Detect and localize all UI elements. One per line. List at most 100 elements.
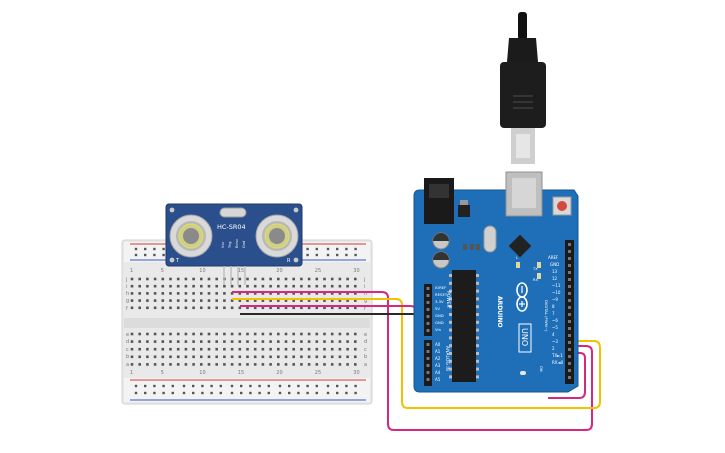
rail-hole[interactable] xyxy=(354,253,357,257)
breadboard-hole[interactable] xyxy=(138,277,141,281)
breadboard-hole[interactable] xyxy=(315,355,319,359)
rail-hole[interactable] xyxy=(267,391,270,395)
breadboard-hole[interactable] xyxy=(153,347,157,351)
breadboard-hole[interactable] xyxy=(130,347,134,351)
breadboard-hole[interactable] xyxy=(292,332,295,336)
breadboard-hole[interactable] xyxy=(184,284,188,288)
breadboard-hole[interactable] xyxy=(338,299,342,302)
breadboard-hole[interactable] xyxy=(261,340,265,343)
rail-hole[interactable] xyxy=(354,247,357,251)
breadboard-hole[interactable] xyxy=(215,347,218,351)
rail-hole[interactable] xyxy=(182,384,186,388)
breadboard-hole[interactable] xyxy=(161,332,165,336)
breadboard-hole[interactable] xyxy=(277,277,280,281)
header-pin[interactable] xyxy=(426,350,430,353)
breadboard-hole[interactable] xyxy=(192,306,195,310)
breadboard-hole[interactable] xyxy=(261,284,265,288)
breadboard-hole[interactable] xyxy=(292,363,295,366)
breadboard-hole[interactable] xyxy=(338,332,342,336)
breadboard-hole[interactable] xyxy=(323,277,326,281)
breadboard-hole[interactable] xyxy=(200,347,203,351)
rail-hole[interactable] xyxy=(144,247,147,251)
breadboard-hole[interactable] xyxy=(184,347,188,351)
breadboard-hole[interactable] xyxy=(146,299,149,302)
breadboard-hole[interactable] xyxy=(261,355,265,359)
header-pin[interactable] xyxy=(426,287,430,290)
breadboard-hole[interactable] xyxy=(284,340,288,343)
breadboard-hole[interactable] xyxy=(315,347,319,351)
breadboard-hole[interactable] xyxy=(223,306,226,310)
breadboard-hole[interactable] xyxy=(338,340,342,343)
breadboard-hole[interactable] xyxy=(300,340,303,343)
breadboard-hole[interactable] xyxy=(207,306,211,310)
breadboard-hole[interactable] xyxy=(223,347,226,351)
breadboard-hole[interactable] xyxy=(354,284,357,288)
breadboard-hole[interactable] xyxy=(346,355,349,359)
rail-hole[interactable] xyxy=(345,391,348,395)
breadboard-hole[interactable] xyxy=(153,332,157,336)
breadboard-hole[interactable] xyxy=(192,340,195,343)
rail-hole[interactable] xyxy=(134,384,138,388)
header-pin[interactable] xyxy=(568,264,571,267)
breadboard-hole[interactable] xyxy=(315,332,319,336)
header-pin[interactable] xyxy=(426,343,430,346)
breadboard-hole[interactable] xyxy=(346,299,349,302)
breadboard-hole[interactable] xyxy=(192,277,195,281)
breadboard-hole[interactable] xyxy=(269,347,272,351)
breadboard-hole[interactable] xyxy=(176,299,180,302)
breadboard-hole[interactable] xyxy=(146,347,149,351)
breadboard-hole[interactable] xyxy=(277,332,280,336)
rail-hole[interactable] xyxy=(336,384,339,388)
breadboard-hole[interactable] xyxy=(292,347,295,351)
breadboard-hole[interactable] xyxy=(261,332,265,336)
breadboard-hole[interactable] xyxy=(200,340,203,343)
breadboard-hole[interactable] xyxy=(207,363,211,366)
breadboard-hole[interactable] xyxy=(200,299,203,302)
breadboard-hole[interactable] xyxy=(230,284,234,288)
breadboard-hole[interactable] xyxy=(169,355,172,359)
breadboard-hole[interactable] xyxy=(153,355,157,359)
rail-hole[interactable] xyxy=(354,391,357,395)
rail-hole[interactable] xyxy=(153,253,156,257)
breadboard-hole[interactable] xyxy=(138,363,141,366)
breadboard-hole[interactable] xyxy=(215,306,218,310)
breadboard-hole[interactable] xyxy=(184,332,188,336)
header-pin[interactable] xyxy=(568,299,571,302)
rail-hole[interactable] xyxy=(326,391,330,395)
header-pin[interactable] xyxy=(568,271,571,274)
header-pin[interactable] xyxy=(568,306,571,309)
breadboard-hole[interactable] xyxy=(323,363,326,366)
breadboard-hole[interactable] xyxy=(346,363,349,366)
breadboard-hole[interactable] xyxy=(346,277,349,281)
breadboard-hole[interactable] xyxy=(300,284,303,288)
header-pin[interactable] xyxy=(568,376,571,379)
breadboard-hole[interactable] xyxy=(246,363,249,366)
breadboard-hole[interactable] xyxy=(161,355,165,359)
breadboard-hole[interactable] xyxy=(176,347,180,351)
breadboard-hole[interactable] xyxy=(246,332,249,336)
breadboard-hole[interactable] xyxy=(223,340,226,343)
rail-hole[interactable] xyxy=(258,391,261,395)
breadboard-hole[interactable] xyxy=(323,299,326,302)
breadboard-hole[interactable] xyxy=(269,355,272,359)
header-pin[interactable] xyxy=(568,313,571,316)
rail-hole[interactable] xyxy=(326,253,330,257)
breadboard-hole[interactable] xyxy=(176,306,180,310)
breadboard-hole[interactable] xyxy=(253,292,257,295)
breadboard-hole[interactable] xyxy=(338,277,342,281)
breadboard-hole[interactable] xyxy=(246,277,249,281)
breadboard-hole[interactable] xyxy=(307,277,311,281)
breadboard-hole[interactable] xyxy=(200,284,203,288)
breadboard-hole[interactable] xyxy=(184,363,188,366)
breadboard-hole[interactable] xyxy=(153,306,157,310)
breadboard-hole[interactable] xyxy=(307,340,311,343)
breadboard-hole[interactable] xyxy=(169,306,172,310)
header-pin[interactable] xyxy=(568,250,571,253)
breadboard-hole[interactable] xyxy=(292,292,295,295)
breadboard-hole[interactable] xyxy=(130,340,134,343)
breadboard-hole[interactable] xyxy=(192,355,195,359)
rail-hole[interactable] xyxy=(315,391,318,395)
breadboard-hole[interactable] xyxy=(300,332,303,336)
breadboard-hole[interactable] xyxy=(200,306,203,310)
breadboard-hole[interactable] xyxy=(354,299,357,302)
